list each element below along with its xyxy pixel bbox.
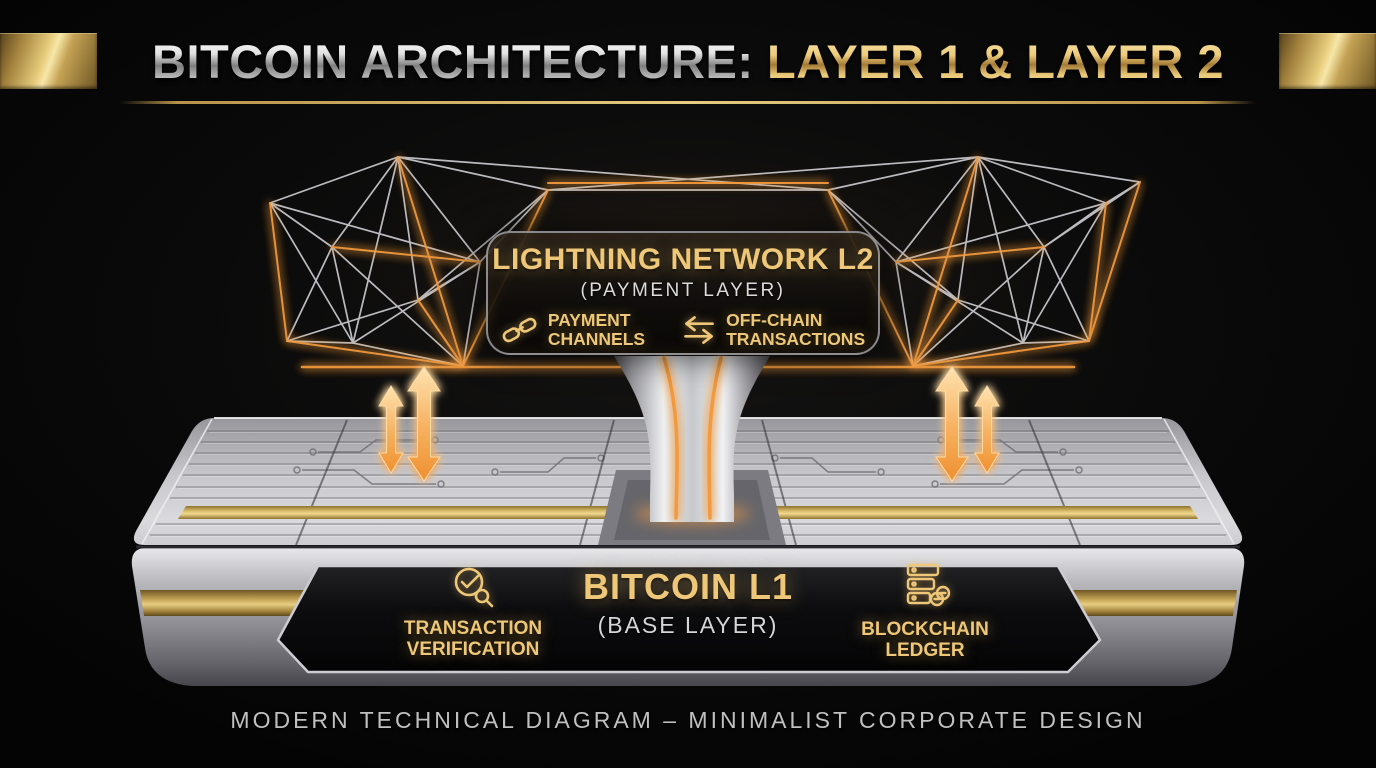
payment-channels-feature: PAYMENT CHANNELS <box>501 310 646 350</box>
title-accent: LAYER 1 & LAYER 2 <box>767 35 1224 88</box>
blockchain-ledger-feature: BLOCKCHAIN LEDGER <box>810 560 1040 662</box>
l2-panel: LIGHTNING NETWORK L2 (PAYMENT LAYER) PAY… <box>486 231 880 355</box>
l2-features: PAYMENT CHANNELS OFF-CHAIN TRANSACTIONS <box>488 310 878 350</box>
title-main: BITCOIN ARCHITECTURE: <box>152 35 768 88</box>
transaction-verification-feature: TRANSACTION VERIFICATION <box>358 563 588 661</box>
l1-title: BITCOIN L1 <box>582 566 793 607</box>
gold-bar-right <box>1279 33 1376 89</box>
header: BITCOIN ARCHITECTURE: LAYER 1 & LAYER 2 <box>0 34 1376 90</box>
verified-magnifier-icon <box>454 567 494 608</box>
feature-label: PAYMENT CHANNELS <box>547 310 646 350</box>
chain-link-icon <box>502 318 537 343</box>
footer-caption: MODERN TECHNICAL DIAGRAM – MINIMALIST CO… <box>230 707 1146 733</box>
title-underline <box>120 101 1256 104</box>
page-title: BITCOIN ARCHITECTURE: LAYER 1 & LAYER 2 <box>0 34 1376 90</box>
feature-label: OFF-CHAIN TRANSACTIONS <box>726 310 866 350</box>
gold-bar-left <box>0 33 97 89</box>
l1-panel-shape <box>276 564 1102 674</box>
support-column <box>614 356 770 522</box>
offchain-transactions-feature: OFF-CHAIN TRANSACTIONS <box>681 310 866 350</box>
l1-panel: TRANSACTION VERIFICATION BITCOIN L1 (BAS… <box>280 558 1096 674</box>
flow-arrows-left <box>378 366 441 482</box>
flow-arrows-right <box>935 366 1000 482</box>
l2-subtitle: (PAYMENT LAYER) <box>580 280 786 301</box>
swap-arrows-icon <box>684 316 714 345</box>
ledger-coins-icon <box>906 563 951 607</box>
feature-label: TRANSACTION VERIFICATION <box>403 618 543 661</box>
l2-title: LIGHTNING NETWORK L2 <box>492 243 874 276</box>
l1-center: BITCOIN L1 (BASE LAYER) <box>538 566 838 639</box>
l1-subtitle: (BASE LAYER) <box>597 612 779 638</box>
feature-label: BLOCKCHAIN LEDGER <box>861 619 989 662</box>
